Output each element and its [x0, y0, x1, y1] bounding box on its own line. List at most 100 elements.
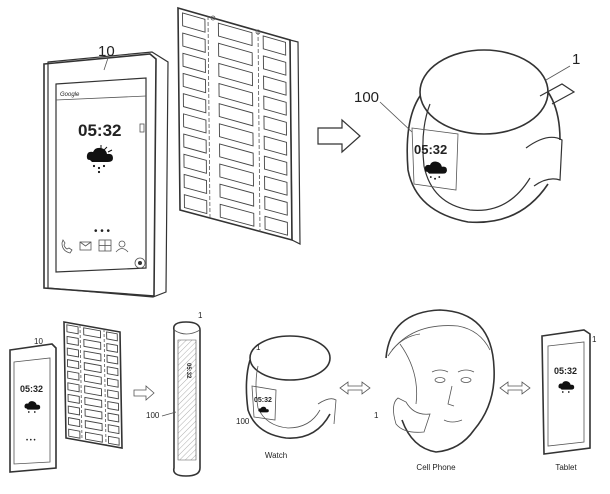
panel-cell: [83, 338, 102, 350]
top-bracelet-time: 05:32: [414, 142, 447, 157]
panel-cell: [83, 373, 102, 385]
weather-cloud-icon: [558, 381, 575, 393]
panel-cell: [219, 163, 254, 187]
panel-cell: [183, 113, 207, 134]
grid-icon: [98, 239, 112, 252]
weather-cloud-icon: [24, 401, 41, 413]
weather-cloud-icon: [424, 161, 447, 180]
panel-cell: [67, 405, 81, 416]
panel-cell: [84, 408, 103, 420]
panel-cell: [264, 195, 288, 216]
phone-icon: [61, 239, 73, 254]
panel-cell: [263, 115, 287, 136]
panel-cell: [219, 183, 255, 207]
weather-cloud-icon: [258, 406, 269, 413]
panel-cell: [106, 342, 119, 353]
panel-cell: [183, 133, 207, 154]
panel-cell: [183, 194, 208, 215]
top-bracelet: 05:32 100 1: [354, 49, 580, 224]
panel-cell: [66, 335, 79, 346]
top-tablet-brand: Google: [60, 92, 80, 98]
panel-cell: [264, 215, 288, 236]
panel-cell: [262, 35, 287, 56]
rolled-strip: 05:32 1 100: [146, 311, 203, 477]
panel-cell: [264, 175, 288, 196]
panel-cell: [219, 143, 254, 167]
panel-cell: [84, 396, 103, 408]
cell-phone-head-figure: 1 Cell Phone: [374, 309, 495, 472]
panel-cell: [218, 82, 254, 107]
panel-cell: [106, 366, 119, 377]
label-watch: Watch: [265, 451, 287, 460]
panel-cell: [182, 52, 206, 74]
label-cell-phone: Cell Phone: [416, 463, 456, 472]
ref-100-top: 100: [354, 89, 379, 106]
ref-1-top: 1: [572, 51, 580, 68]
camera-icon: [134, 257, 146, 269]
panel-cell: [67, 417, 81, 428]
panel-cell: [107, 400, 120, 411]
panel-cell: [84, 385, 103, 397]
ref-1-phone: 1: [374, 411, 379, 420]
right-tablet-figure: 05:32 1 Tablet: [541, 329, 597, 472]
panel-cell: [218, 123, 254, 147]
panel-cell: [263, 155, 288, 176]
right-arrow-icon: [133, 385, 155, 401]
panel-cell: [68, 428, 81, 439]
panel-cell: [262, 55, 287, 76]
panel-cell: [183, 153, 207, 174]
panel-cell: [263, 75, 287, 96]
panel-cell: [219, 203, 255, 227]
top-tablet-device: Google 05:32 • • • 10: [43, 43, 169, 298]
top-flex-panel: [177, 6, 301, 245]
double-arrow-icon: [339, 381, 371, 395]
right-arrow-icon: [317, 118, 361, 154]
panel-cell: [182, 72, 207, 94]
contacts-icon: [115, 240, 129, 253]
panel-cell: [66, 359, 80, 370]
panel-cell: [66, 324, 79, 335]
ref-10-bottom: 10: [34, 337, 43, 346]
bottom-tablet-device: 05:32 • • • 10: [9, 337, 57, 473]
watch-time: 05:32: [254, 397, 272, 404]
panel-cell: [182, 12, 206, 33]
panel-cell: [107, 424, 120, 435]
weather-cloud-icon: [86, 145, 113, 174]
panel-cell: [84, 420, 103, 432]
message-icon: [79, 241, 92, 251]
panel-cell: [106, 354, 119, 365]
panel-cell: [67, 382, 80, 393]
panel-cell: [218, 42, 253, 67]
ref-100-strip: 100: [146, 411, 160, 420]
panel-cell: [263, 95, 287, 116]
panel-cell: [83, 327, 102, 339]
panel-cell: [182, 32, 206, 53]
panel-cell: [83, 350, 102, 362]
panel-cell: [66, 347, 80, 358]
ref-1-tablet: 1: [592, 335, 597, 344]
panel-cell: [217, 22, 253, 47]
panel-cell: [106, 377, 119, 388]
panel-cell: [106, 331, 118, 342]
svg-text:• • •: • • •: [94, 226, 111, 237]
ref-1-watch: 1: [256, 343, 261, 352]
panel-cell: [182, 93, 207, 114]
double-arrow-icon: [499, 381, 531, 395]
bottom-tablet-time: 05:32: [20, 384, 43, 394]
panel-cell: [67, 370, 80, 381]
panel-cell: [218, 62, 253, 87]
panel-cell: [218, 103, 254, 127]
watch-figure: 05:32 1 100 Watch: [236, 335, 337, 460]
svg-text:• • •: • • •: [26, 438, 36, 444]
ref-100-watch: 100: [236, 417, 250, 426]
panel-cell: [107, 389, 119, 400]
ref-1-strip: 1: [198, 311, 203, 320]
ref-10-top: 10: [98, 43, 115, 60]
strip-time: 05:32: [185, 363, 191, 379]
right-tablet-time: 05:32: [554, 366, 577, 376]
panel-cell: [107, 435, 120, 446]
label-tablet: Tablet: [555, 463, 577, 472]
panel-cell: [107, 412, 120, 423]
panel-cell: [67, 393, 80, 404]
